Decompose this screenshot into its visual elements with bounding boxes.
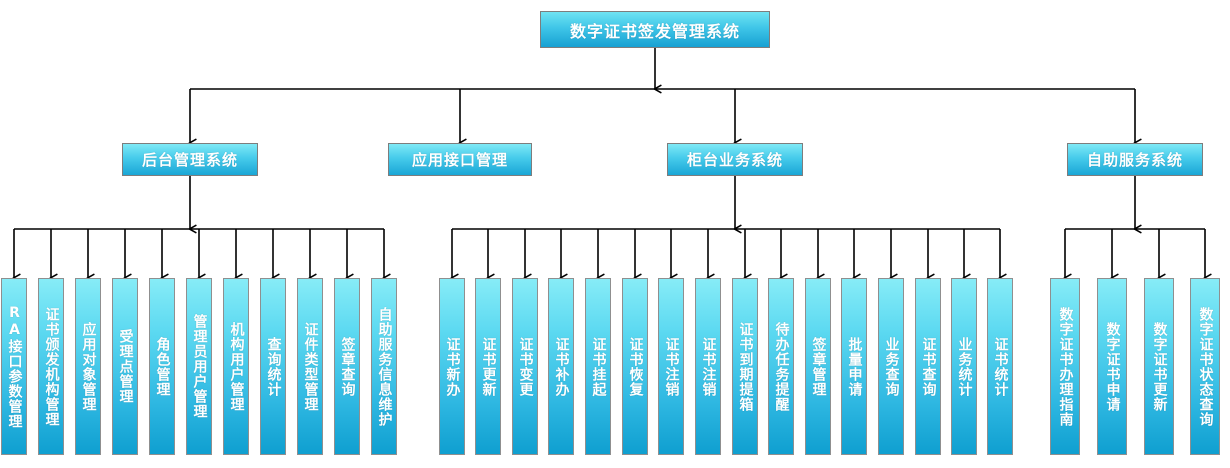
- leaf-label: 数字证书更新: [1151, 321, 1168, 412]
- leaf-node[interactable]: 证书统计: [987, 278, 1013, 455]
- leaf-node[interactable]: RA接口参数管理: [1, 278, 27, 455]
- leaf-node[interactable]: 证书恢复: [622, 278, 648, 455]
- leaf-label: 证书恢复: [627, 336, 644, 397]
- leaf-node[interactable]: 签章查询: [334, 278, 360, 455]
- leaf-label: 证书颁发机构管理: [43, 306, 60, 427]
- leaf-label: 签章查询: [339, 336, 356, 397]
- branch-node-counter[interactable]: 柜台业务系统: [667, 143, 803, 176]
- leaf-node[interactable]: 机构用户管理: [223, 278, 249, 455]
- leaf-label: 签章管理: [810, 336, 827, 397]
- leaf-label: 应用对象管理: [80, 321, 97, 412]
- leaf-node[interactable]: 数字证书办理指南: [1050, 278, 1080, 455]
- leaf-label: 证书补办: [553, 336, 570, 397]
- leaf-label: 机构用户管理: [228, 321, 245, 412]
- leaf-node[interactable]: 证书更新: [475, 278, 501, 455]
- leaf-label: 证书到期提箱: [737, 321, 754, 412]
- leaf-node[interactable]: 自助服务信息维护: [371, 278, 397, 455]
- leaf-node[interactable]: 受理点管理: [112, 278, 138, 455]
- leaf-label: 角色管理: [154, 336, 171, 397]
- leaf-node[interactable]: 业务查询: [878, 278, 904, 455]
- leaf-node[interactable]: 证书补办: [548, 278, 574, 455]
- leaf-label: 受理点管理: [117, 329, 134, 404]
- leaf-label: 证书更新: [480, 336, 497, 397]
- leaf-node[interactable]: 证书颁发机构管理: [38, 278, 64, 455]
- leaf-node[interactable]: 数字证书更新: [1144, 278, 1174, 455]
- root-node[interactable]: 数字证书签发管理系统: [540, 11, 770, 48]
- leaf-node[interactable]: 应用对象管理: [75, 278, 101, 455]
- leaf-node[interactable]: 证书新办: [439, 278, 465, 455]
- branch-node-selfservice[interactable]: 自助服务系统: [1067, 143, 1203, 176]
- leaf-node[interactable]: 角色管理: [149, 278, 175, 455]
- leaf-label: 批量申请: [846, 336, 863, 397]
- leaf-label: 证书注销: [663, 336, 680, 397]
- leaf-node[interactable]: 业务统计: [951, 278, 977, 455]
- leaf-node[interactable]: 证书注销: [658, 278, 684, 455]
- leaf-node[interactable]: 管理员用户管理: [186, 278, 212, 455]
- branch-node-backoffice[interactable]: 后台管理系统: [122, 143, 258, 176]
- leaf-label: 业务查询: [883, 336, 900, 397]
- leaf-label: 查询统计: [265, 336, 282, 397]
- leaf-label: 证书注销: [700, 336, 717, 397]
- leaf-node[interactable]: 证书到期提箱: [732, 278, 758, 455]
- leaf-label: 待办任务提醒: [773, 321, 790, 412]
- leaf-node[interactable]: 证书注销: [695, 278, 721, 455]
- branch-node-api[interactable]: 应用接口管理: [388, 143, 532, 176]
- leaf-node[interactable]: 数字证书状态查询: [1190, 278, 1220, 455]
- leaf-node[interactable]: 批量申请: [841, 278, 867, 455]
- leaf-label: 自助服务信息维护: [376, 306, 393, 427]
- leaf-label: 业务统计: [956, 336, 973, 397]
- leaf-label: 证书统计: [992, 336, 1009, 397]
- leaf-node[interactable]: 证书变更: [512, 278, 538, 455]
- leaf-label: 证书新办: [444, 336, 461, 397]
- leaf-label: 管理员用户管理: [191, 314, 208, 419]
- leaf-label: 数字证书申请: [1104, 321, 1121, 412]
- leaf-node[interactable]: 查询统计: [260, 278, 286, 455]
- leaf-node[interactable]: 数字证书申请: [1097, 278, 1127, 455]
- leaf-label: 证书挂起: [590, 336, 607, 397]
- leaf-node[interactable]: 证书查询: [915, 278, 941, 455]
- leaf-node[interactable]: 证书挂起: [585, 278, 611, 455]
- leaf-label: 数字证书办理指南: [1057, 306, 1074, 427]
- leaf-label: 证书查询: [920, 336, 937, 397]
- leaf-node[interactable]: 证件类型管理: [297, 278, 323, 455]
- leaf-label: RA接口参数管理: [6, 304, 23, 429]
- leaf-node[interactable]: 签章管理: [805, 278, 831, 455]
- leaf-label: 证件类型管理: [302, 321, 319, 412]
- leaf-label: 数字证书状态查询: [1197, 306, 1214, 427]
- leaf-label: 证书变更: [517, 336, 534, 397]
- leaf-node[interactable]: 待办任务提醒: [768, 278, 794, 455]
